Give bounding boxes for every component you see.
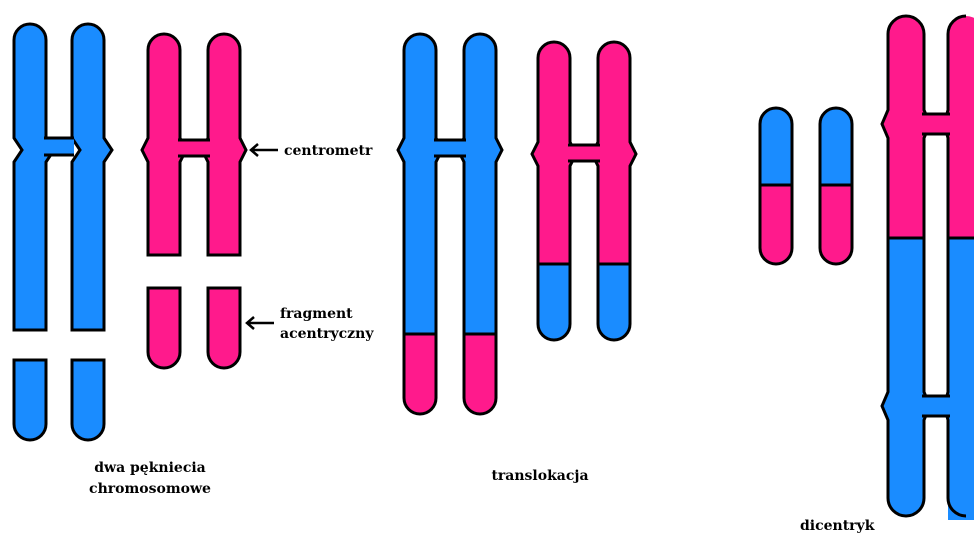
dicentric-chromosome xyxy=(882,16,974,520)
blue-centromere-bridge xyxy=(44,138,74,155)
left-arrow-icon xyxy=(251,144,278,156)
fragment-label-line2: acentryczny xyxy=(280,326,374,342)
blue-chromatid-right-upper xyxy=(72,24,112,330)
blue-centromere-bridge xyxy=(434,140,466,156)
pink-fragment-left xyxy=(148,288,180,368)
dicentric-caption: dicentryk xyxy=(800,518,875,534)
pink-centromere-bridge xyxy=(568,145,600,161)
centromere-annotation: centrometr xyxy=(251,143,373,159)
blue-tip-right xyxy=(598,264,630,340)
left-arrow-icon xyxy=(247,317,274,329)
pink-tip-right xyxy=(464,334,496,414)
fragment-annotation: fragment acentryczny xyxy=(247,306,374,342)
broken-chromosome-blue xyxy=(14,24,112,440)
blue-chromatid-left-upper xyxy=(14,24,54,330)
frag-pink-left xyxy=(760,185,792,264)
pink-tip-left xyxy=(404,334,436,414)
translocation-chromosome-blue xyxy=(398,34,502,414)
blue-fragment-right xyxy=(72,360,104,440)
pink-fragment-right xyxy=(208,288,240,368)
frag-blue-right xyxy=(820,108,852,185)
blue-fragment-left xyxy=(14,360,46,440)
translocation-chromosome-pink xyxy=(532,42,636,340)
dicentric-upper-bridge xyxy=(922,114,950,134)
pink-centromere-bridge xyxy=(178,140,210,156)
dicentric-lower-bridge xyxy=(922,396,950,416)
fragment-label-line1: fragment xyxy=(280,306,353,322)
broken-chromosome-pink xyxy=(142,34,246,368)
frag-blue-left xyxy=(760,108,792,185)
breaks-caption-line1: dwa pękniecia xyxy=(94,460,206,476)
breaks-caption-line2: chromosomowe xyxy=(89,481,211,497)
translocation-caption: translokacja xyxy=(491,468,588,484)
acentric-fragment-pair xyxy=(760,108,852,264)
frag-pink-right xyxy=(820,185,852,264)
centromere-label: centrometr xyxy=(284,143,373,159)
blue-tip-left xyxy=(538,264,570,340)
